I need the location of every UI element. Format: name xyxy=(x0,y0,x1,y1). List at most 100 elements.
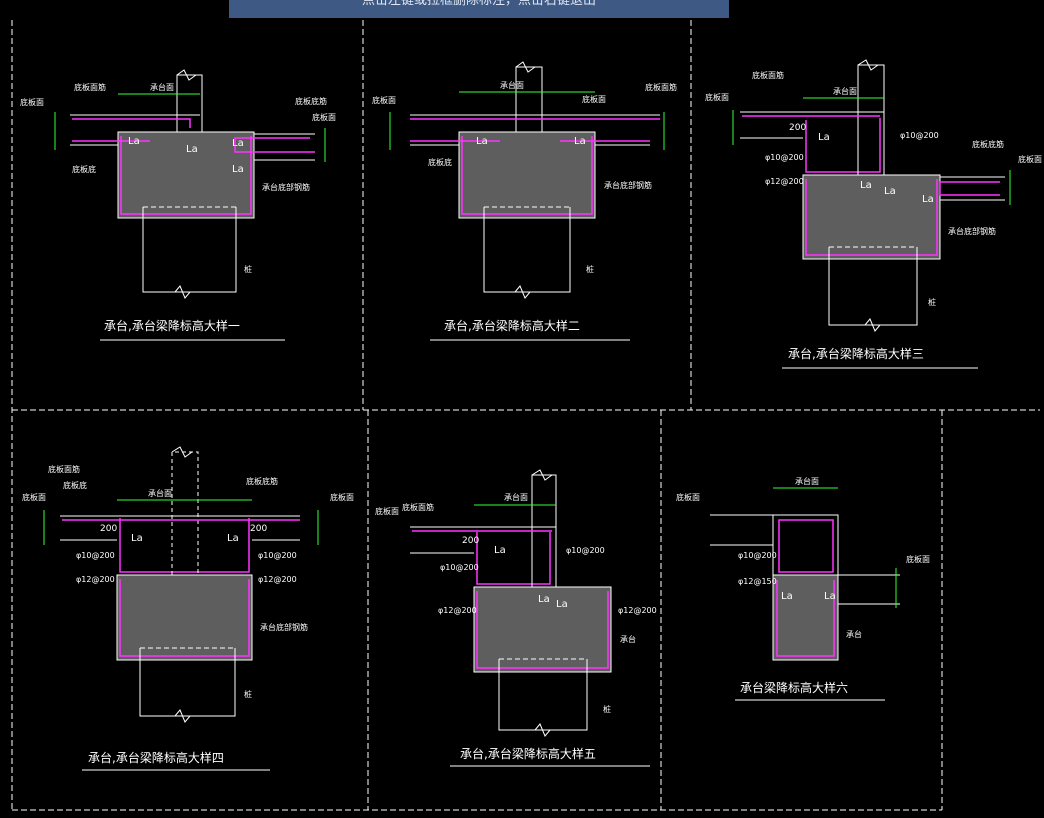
label-spacing: φ12@150 xyxy=(738,577,777,586)
panel-title: 承台,承台梁降标高大样五 xyxy=(460,746,596,761)
pile-cap-concrete xyxy=(802,174,941,260)
label-la: La xyxy=(824,591,836,602)
label-floor-face: 底板面 xyxy=(906,554,930,564)
label-spacing: φ12@200 xyxy=(258,575,297,584)
label-la: La xyxy=(781,591,793,602)
panel-4: 承台面 底板面筋 底板底 底板面 底板底筋 底板面 200 200 La La … xyxy=(22,446,354,771)
label-floor-face: 底板面 xyxy=(312,112,336,122)
label-floor-face: 底板面 xyxy=(582,94,606,104)
beam-stirrup xyxy=(778,519,834,573)
cap-rebar xyxy=(120,136,252,215)
label-la: La xyxy=(186,144,198,155)
label-pile: 桩 xyxy=(603,704,611,714)
column-outline xyxy=(176,74,203,132)
label-cap-bar: 承台底部钢筋 xyxy=(262,182,310,192)
label-la: La xyxy=(232,138,244,149)
column-outline xyxy=(857,64,885,175)
label-200: 200 xyxy=(250,524,267,534)
slab-top-rebar xyxy=(72,118,191,128)
label-cap-bar: 承台底部钢筋 xyxy=(260,622,308,632)
label-top-bar: 底板面筋 xyxy=(402,502,434,512)
pile-cap-concrete xyxy=(116,574,253,661)
label-spacing: φ12@200 xyxy=(76,575,115,584)
pile-outline xyxy=(139,648,236,717)
label-top-face: 承台面 xyxy=(148,488,172,498)
label-cap-bar: 承台底部钢筋 xyxy=(948,226,996,236)
label-top-face: 承台面 xyxy=(500,80,524,90)
beam-concrete xyxy=(772,574,839,661)
panel-title: 承台,承台梁降标高大样二 xyxy=(444,318,580,333)
panel-title: 承台,承台梁降标高大样四 xyxy=(88,750,224,765)
pile-cap-concrete xyxy=(458,131,596,219)
pile-outline xyxy=(142,207,237,293)
label-top-face: 承台面 xyxy=(504,492,528,502)
beam-stirrup xyxy=(476,532,551,585)
label-la: La xyxy=(131,533,143,544)
label-top-bar: 底板面筋 xyxy=(752,70,784,80)
break-mark xyxy=(174,709,191,723)
break-mark xyxy=(515,61,536,73)
panel-3: 承台面 底板面筋 底板面 底板底筋 底板面 200 φ10@200 φ10@20… xyxy=(705,59,1042,369)
label-floor-face: 底板面 xyxy=(372,95,396,105)
panel-6: 承台面 底板面 底板面 φ10@200 φ12@150 La La 承台 承台梁… xyxy=(676,476,930,701)
label-cap-bar: 承台底部钢筋 xyxy=(604,180,652,190)
label-la: La xyxy=(232,164,244,175)
right-slab-rebar xyxy=(234,137,315,153)
command-prompt-banner: 点击左键或拉框删除标注，点击右键退出 xyxy=(229,0,729,18)
break-mark xyxy=(171,446,193,458)
break-mark xyxy=(864,318,881,332)
label-la: La xyxy=(574,136,586,147)
pile-cap-concrete xyxy=(117,131,255,219)
label-raft-bottom: 底板底 xyxy=(428,157,452,167)
label-cap: 承台 xyxy=(846,629,862,639)
label-floor-face: 底板面 xyxy=(1018,154,1042,164)
break-mark xyxy=(514,285,531,299)
label-spacing: φ12@200 xyxy=(618,606,657,615)
label-top-face: 承台面 xyxy=(833,86,857,96)
break-mark xyxy=(857,59,879,71)
label-200: 200 xyxy=(789,123,806,133)
break-mark xyxy=(534,723,551,737)
right-slab-rebar xyxy=(939,181,1000,196)
label-top-bar: 底板面筋 xyxy=(48,464,80,474)
label-spacing: φ10@200 xyxy=(900,131,939,140)
label-la: La xyxy=(860,180,872,191)
panel-title: 承台梁降标高大样六 xyxy=(740,680,848,695)
label-top-face: 承台面 xyxy=(795,476,819,486)
label-spacing: φ10@200 xyxy=(738,551,777,560)
break-mark xyxy=(531,469,553,481)
label-bottom-bar: 底板底筋 xyxy=(246,476,278,486)
label-raft-bottom: 底板底 xyxy=(72,164,96,174)
panel-2: 承台面 底板面筋 底板面 底板面 底板底 La La 承台底部钢筋 桩 承台,承… xyxy=(372,61,677,341)
label-pile: 桩 xyxy=(244,264,252,274)
label-top-bar: 底板面筋 xyxy=(645,82,677,92)
label-spacing: φ12@200 xyxy=(765,177,804,186)
cap-rebar xyxy=(805,179,938,256)
label-la: La xyxy=(884,186,896,197)
label-pile: 桩 xyxy=(928,297,936,307)
break-mark xyxy=(174,285,191,299)
label-la: La xyxy=(556,599,568,610)
label-la: La xyxy=(476,136,488,147)
label-top-bar: 底板面筋 xyxy=(74,82,106,92)
label-la: La xyxy=(227,533,239,544)
label-spacing: φ10@200 xyxy=(566,546,605,555)
column-outline xyxy=(515,66,543,132)
label-bottom-bar: 底板底筋 xyxy=(972,139,1004,149)
label-floor-face: 底板面 xyxy=(330,492,354,502)
label-spacing: φ10@200 xyxy=(440,563,479,572)
label-floor-face: 底板面 xyxy=(375,506,399,516)
label-200: 200 xyxy=(462,536,479,546)
label-cap: 承台 xyxy=(620,634,636,644)
cap-rebar xyxy=(476,591,609,669)
label-pile: 桩 xyxy=(586,264,594,274)
panel-1: 承台面 底板面筋 底板面 底板底筋 底板面 底板底 La La La La 承台… xyxy=(20,69,336,341)
label-la: La xyxy=(128,136,140,147)
label-spacing: φ10@200 xyxy=(765,153,804,162)
label-la: La xyxy=(922,194,934,205)
panel-title: 承台,承台梁降标高大样一 xyxy=(104,318,240,333)
break-mark xyxy=(176,69,197,81)
panel-title: 承台,承台梁降标高大样三 xyxy=(788,346,924,361)
cap-rebar xyxy=(119,579,250,657)
